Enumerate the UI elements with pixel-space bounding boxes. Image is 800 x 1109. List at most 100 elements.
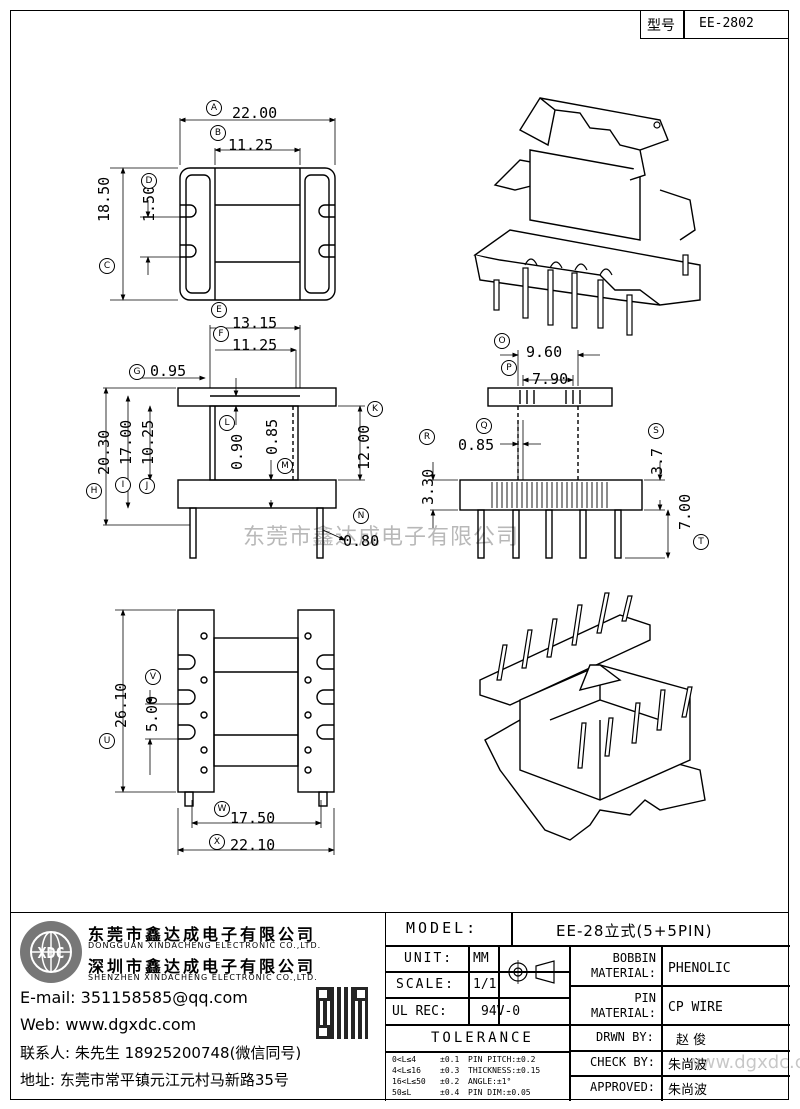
header-model-value: EE-2802 [699, 16, 754, 31]
dim-J: 10.25 [139, 419, 157, 465]
iso-view-top [473, 96, 701, 306]
tb-approved-value: 朱尚波 [668, 1083, 708, 1098]
marker-p: P [501, 360, 517, 376]
marker-s: S [648, 423, 664, 439]
top-view [179, 167, 336, 301]
marker-x: X [209, 834, 225, 850]
globe-icon: XDC [30, 931, 72, 973]
tb-tolerance-label: TOLERANCE [431, 1030, 534, 1046]
tb-scale-value: 1/1 [473, 977, 497, 992]
marker-i: I [115, 477, 131, 493]
dim-F: 11.25 [232, 336, 278, 354]
bottom-panel: XDC 东莞市鑫达成电子有限公司 DONGGUAN XINDACHENG ELE… [10, 912, 800, 1101]
dim-H: 20.30 [95, 429, 113, 475]
dim-V: 5.00 [143, 695, 161, 732]
tb-bobbin-label-1: BOBBIN [612, 951, 656, 965]
company-web: Web: www.dgxdc.com [20, 1015, 197, 1034]
marker-r: R [419, 429, 435, 445]
dim-P: 7.90 [532, 370, 569, 388]
company-name-en-1: DONGGUAN XINDACHENG ELECTRONIC CO.,LTD. [88, 941, 322, 950]
marker-b: B [210, 125, 226, 141]
marker-h: H [86, 483, 102, 499]
company-name-en-2: SHENZHEN XINDACHENG ELECTRONIC CO.,LTD. [88, 973, 318, 982]
iso-view-bottom [479, 614, 706, 841]
company-address: 地址: 东莞市常平镇元江元村马新路35号 [20, 1071, 289, 1089]
tb-drawn-label: DRWN BY: [596, 1030, 654, 1044]
marker-d: D [141, 173, 157, 189]
iso-view-top-notches [524, 121, 661, 276]
tolerance-item: PIN PITCH:±0.2 [468, 1055, 536, 1064]
marker-c: C [99, 258, 115, 274]
bottom-view-dims [115, 609, 335, 855]
tb-pin-value: CP WIRE [668, 1000, 723, 1015]
marker-a: A [206, 100, 222, 116]
dim-O: 9.60 [526, 343, 563, 361]
tb-ulrec-value: 94V-0 [481, 1004, 521, 1019]
tolerance-tol: ±0.1 [440, 1055, 460, 1064]
marker-f: F [213, 326, 229, 342]
dim-K: 12.00 [355, 424, 373, 470]
marker-m: M [277, 458, 293, 474]
header-model-box: 型号 EE-2802 [640, 10, 789, 39]
svg-text:XDC: XDC [37, 944, 64, 962]
dim-W: 17.50 [230, 809, 276, 827]
tolerance-range: 16<L≤50 [392, 1077, 426, 1086]
tb-drawn-value: 赵 俊 [676, 1033, 707, 1048]
bottom-view [177, 609, 335, 807]
tb-bobbin-value: PHENOLIC [668, 961, 731, 976]
side-view-dims [430, 350, 671, 559]
iso-view-bottom-pins [496, 592, 693, 769]
dim-L: 0.90 [228, 433, 246, 470]
tolerance-range: 0<L≤4 [392, 1055, 417, 1064]
marker-w: W [214, 801, 230, 817]
front-view [177, 387, 337, 559]
marker-v: V [145, 669, 161, 685]
dim-G: 0.95 [150, 362, 187, 380]
dim-I: 17.00 [117, 419, 135, 465]
company-name-cn-2: 深圳市鑫达成电子有限公司 [88, 957, 317, 976]
dim-E: 13.15 [232, 314, 278, 332]
marker-n: N [353, 508, 369, 524]
tolerance-tol: ±0.2 [440, 1077, 460, 1086]
company-contact: 联系人: 朱先生 18925200748(微信同号) [20, 1044, 302, 1062]
tolerance-row: 0<L≤4 ±0.1 PIN PITCH:±0.2 [392, 1054, 568, 1065]
tolerance-tol: ±0.3 [440, 1066, 460, 1075]
drawing-frame [10, 10, 789, 1100]
side-view [459, 387, 643, 559]
tb-ulrec-label: UL REC: [392, 1004, 447, 1019]
tb-check-label: CHECK BY: [590, 1055, 656, 1069]
tb-pin-label: PIN MATERIAL: [576, 991, 656, 1021]
marker-q: Q [476, 418, 492, 434]
marker-e: E [211, 302, 227, 318]
header-divider [683, 10, 685, 38]
dim-Q: 0.85 [458, 436, 495, 454]
marker-o: O [494, 333, 510, 349]
dim-B: 11.25 [228, 136, 274, 154]
marker-u: U [99, 733, 115, 749]
dim-C: 18.50 [95, 176, 113, 222]
dim-S: 3.7 [648, 447, 666, 475]
tb-model-label: MODEL: [406, 919, 479, 937]
dim-R: 3.30 [419, 468, 437, 505]
projection-symbol-icon [506, 960, 555, 984]
dim-T: 7.00 [676, 493, 694, 530]
drawing-svg [103, 96, 706, 855]
tolerance-item: PIN DIM:±0.05 [468, 1088, 531, 1097]
tolerance-tol: ±0.4 [440, 1088, 460, 1097]
dim-U: 26.10 [112, 682, 130, 728]
tb-pin-label-2: MATERIAL: [590, 1006, 656, 1020]
tb-unit-label: UNIT: [404, 951, 454, 966]
marker-l: L [219, 415, 235, 431]
tb-approved-label: APPROVED: [590, 1080, 656, 1094]
tolerance-row: 16<L≤50 ±0.2 ANGLE:±1° [392, 1076, 568, 1087]
header-model-label: 型号 [647, 18, 675, 34]
dim-X: 22.10 [230, 836, 276, 854]
dim-D: 1.50 [140, 185, 158, 222]
tolerance-item: ANGLE:±1° [468, 1077, 512, 1086]
tb-check-value: 朱尚波 [668, 1058, 708, 1073]
tb-site-watermark: www.dgxdc.com [686, 1052, 800, 1073]
dim-N: 0.80 [343, 532, 380, 550]
dim-M: 0.85 [263, 418, 281, 455]
